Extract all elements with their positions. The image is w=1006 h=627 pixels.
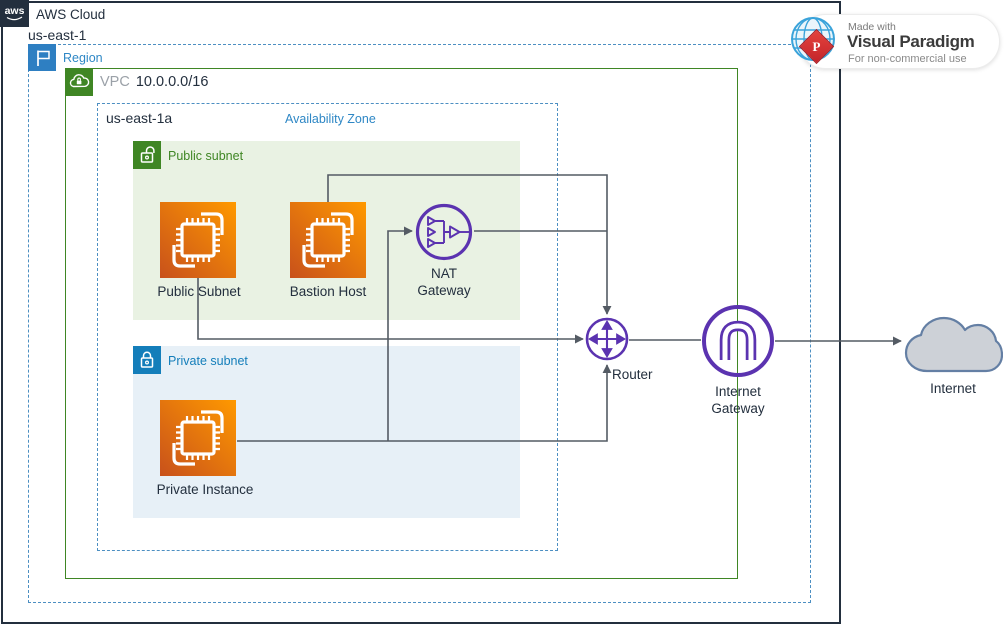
private-instance-label: Private Instance [156, 482, 254, 497]
region-label: Region [63, 51, 103, 65]
router-label: Router [612, 367, 653, 382]
aws-logo-text: aws [5, 5, 25, 17]
visual-paradigm-badge[interactable]: Made with Visual Paradigm For non-commer… [788, 8, 1006, 72]
vpc-header: VPC 10.0.0.0/16 [100, 74, 208, 90]
public-instance-node[interactable] [160, 202, 236, 278]
badge-brand: Visual Paradigm [847, 32, 975, 51]
az-name: us-east-1a [106, 110, 173, 126]
private-subnet-label: Private subnet [168, 354, 248, 368]
vpc-label: VPC [100, 74, 130, 90]
bastion-host-label: Bastion Host [289, 284, 367, 299]
nat-gateway-node[interactable] [414, 202, 474, 262]
badge-note: For non-commercial use [848, 53, 967, 65]
public-subnet-label: Public subnet [168, 149, 244, 163]
aws-cloud-title: AWS Cloud [36, 7, 106, 22]
region-code-label: us-east-1 [28, 27, 87, 43]
region-flag-icon [28, 44, 56, 71]
aws-cloud-container [1, 1, 841, 624]
vpc-cidr: 10.0.0.0/16 [135, 74, 209, 90]
public-instance-label: Public Subnet [157, 284, 241, 299]
bastion-host-node[interactable] [290, 202, 366, 278]
private-instance-node[interactable] [160, 400, 236, 476]
internet-gateway-label: Internet Gateway [711, 384, 765, 416]
badge-made-with: Made with [848, 21, 896, 33]
public-subnet-icon [133, 141, 161, 169]
internet-label: Internet [930, 381, 976, 396]
router-node[interactable] [584, 316, 630, 362]
internet-gateway-node[interactable] [700, 303, 776, 379]
aws-logo-icon: aws [0, 0, 29, 27]
internet-cloud[interactable] [903, 313, 1003, 377]
az-label: Availability Zone [285, 112, 376, 126]
vpc-icon [65, 68, 93, 96]
private-subnet-icon [133, 346, 161, 374]
nat-gateway-label: NAT Gateway [417, 266, 471, 298]
region-container [28, 44, 811, 603]
